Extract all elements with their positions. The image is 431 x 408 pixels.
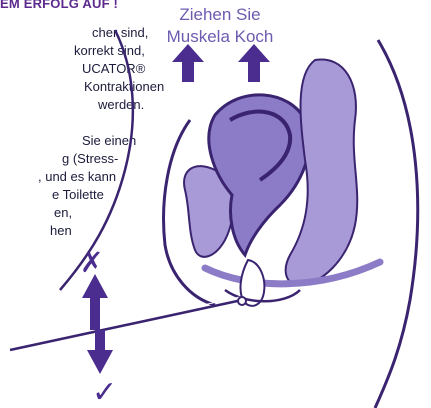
indicator-rod-inner bbox=[12, 297, 240, 347]
indicator-rod bbox=[10, 300, 242, 350]
up-arrow-left bbox=[172, 44, 204, 82]
right-mark: ✓ bbox=[92, 375, 117, 408]
up-arrow-right bbox=[238, 44, 270, 82]
rod-pivot bbox=[238, 297, 246, 305]
double-arrow bbox=[82, 274, 113, 374]
body-outline-back bbox=[375, 40, 418, 408]
wrong-mark: ✗ bbox=[80, 246, 103, 279]
